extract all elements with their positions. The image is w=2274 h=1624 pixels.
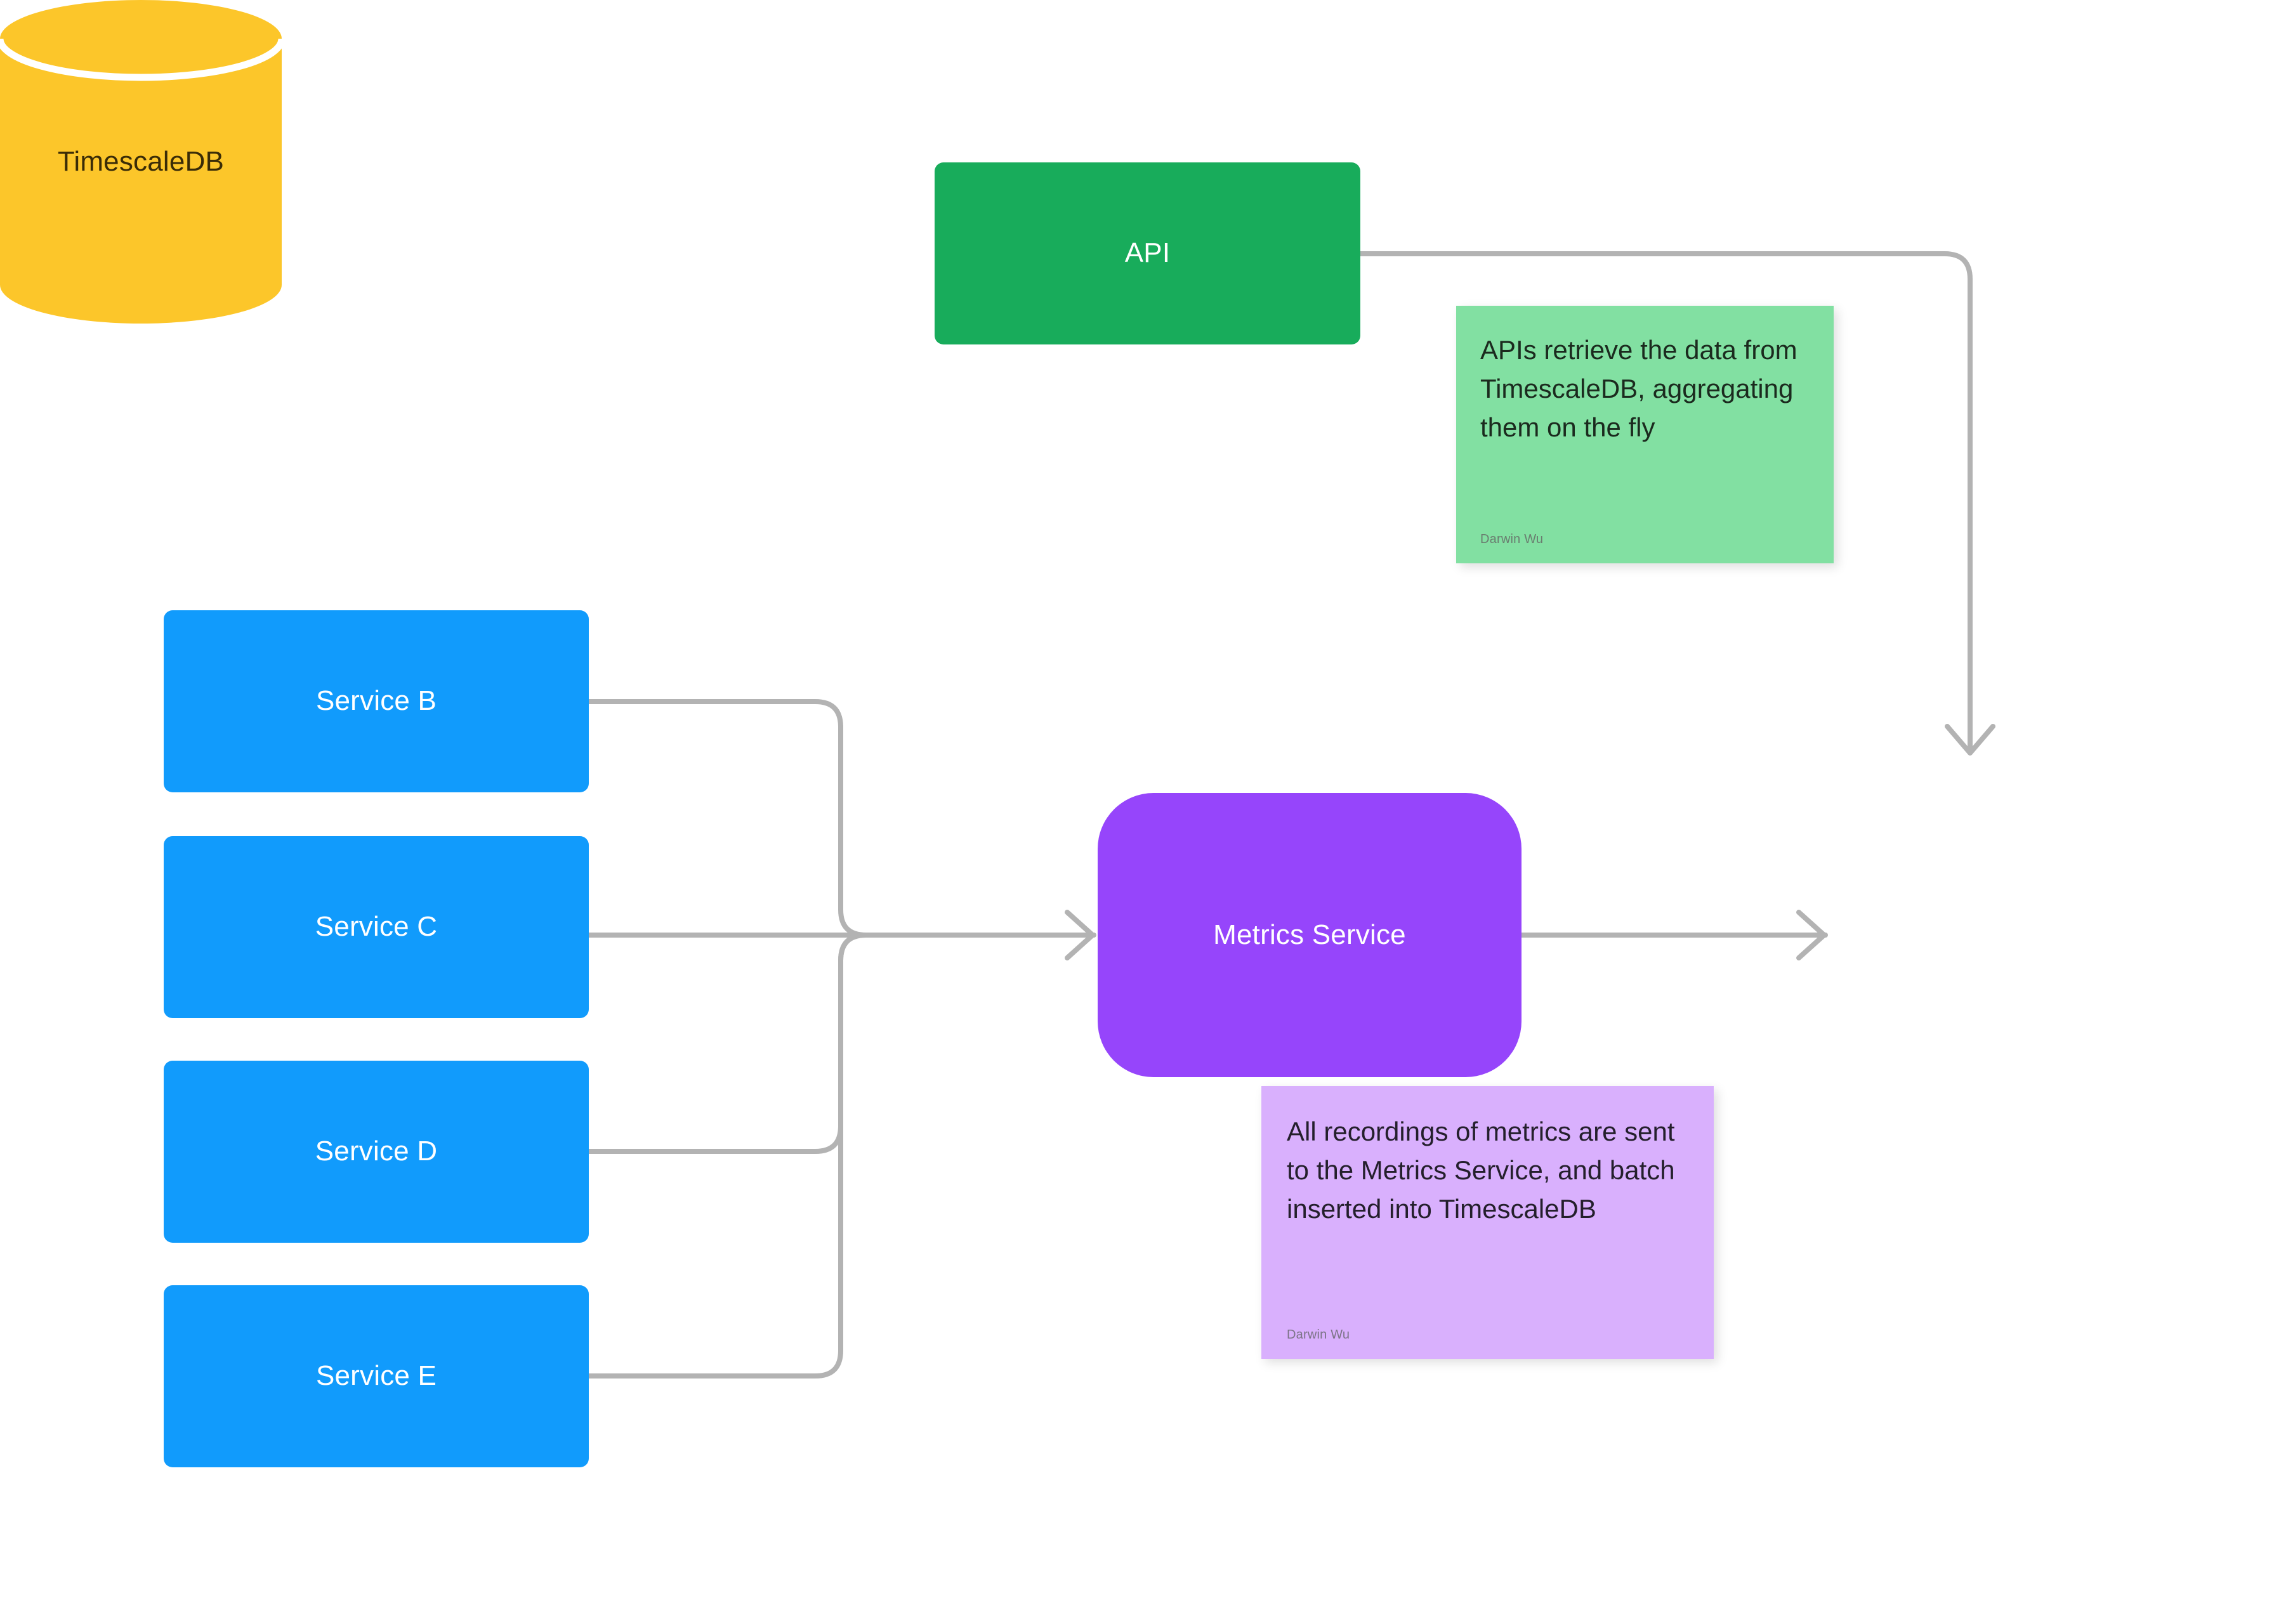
node-service-d-label: Service D [315, 1136, 438, 1167]
node-service-b[interactable]: Service B [164, 610, 589, 792]
node-service-d[interactable]: Service D [164, 1061, 589, 1243]
node-service-e-label: Service E [315, 1360, 437, 1392]
edge-service-e-to-metrics [586, 933, 869, 1378]
database-cylinder-icon [0, 0, 282, 324]
node-api-label: API [1124, 237, 1171, 269]
sticky-note-metrics-body: All recordings of metrics are sent to th… [1287, 1116, 1675, 1224]
sticky-note-metrics[interactable]: All recordings of metrics are sent to th… [1261, 1086, 1714, 1359]
node-service-e[interactable]: Service E [164, 1285, 589, 1467]
node-metrics-service[interactable]: Metrics Service [1098, 793, 1521, 1077]
edge-service-b-to-metrics [586, 699, 869, 938]
node-metrics-service-label: Metrics Service [1213, 919, 1406, 950]
sticky-note-api-body: APIs retrieve the data from TimescaleDB,… [1480, 335, 1798, 442]
node-service-c[interactable]: Service C [164, 836, 589, 1018]
node-timescaledb-label: TimescaleDB [57, 145, 225, 177]
sticky-note-metrics-author: Darwin Wu [1287, 1328, 1350, 1342]
sticky-note-api-author: Darwin Wu [1480, 532, 1544, 546]
sticky-note-api[interactable]: APIs retrieve the data from TimescaleDB,… [1456, 306, 1834, 563]
edge-service-d-to-metrics [586, 933, 869, 1154]
arrowhead-into-timescaledb-top [1945, 724, 1995, 756]
arrowhead-into-metrics [1065, 910, 1095, 960]
arrowhead-into-timescaledb [1796, 910, 1827, 960]
node-api[interactable]: API [935, 162, 1360, 344]
node-timescaledb[interactable]: TimescaleDB [0, 0, 282, 324]
node-service-c-label: Service C [315, 911, 438, 943]
node-service-b-label: Service B [315, 685, 437, 717]
